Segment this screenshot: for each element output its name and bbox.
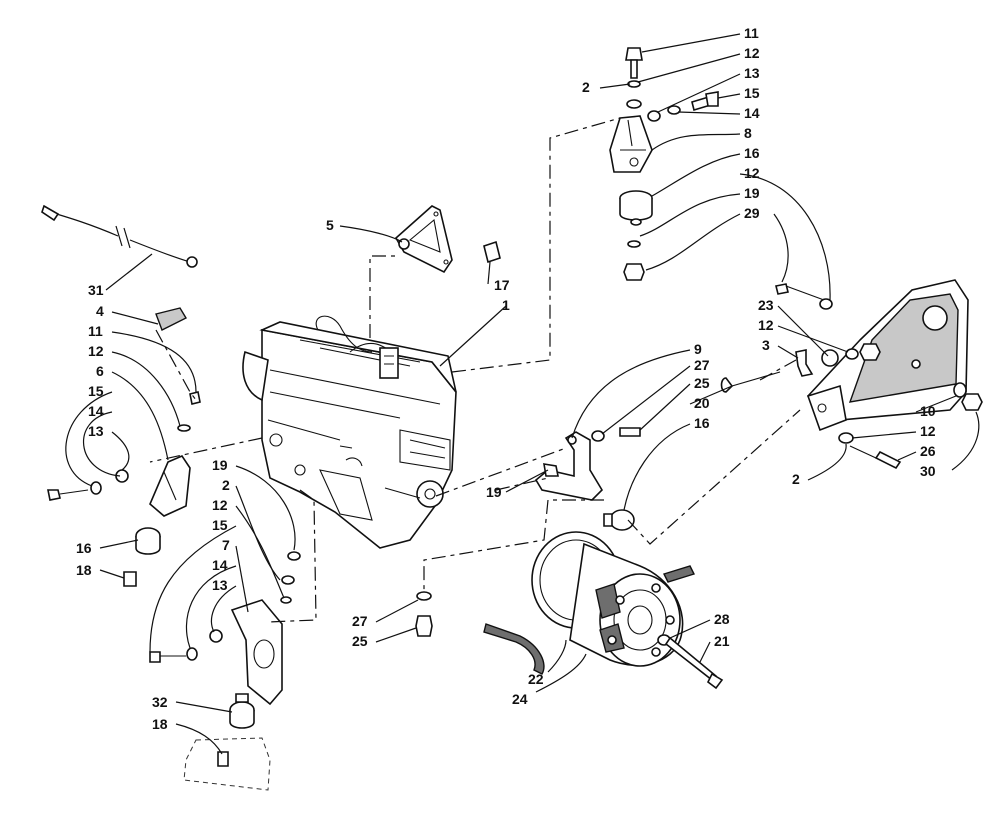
engine-assembly xyxy=(242,315,457,549)
callout-19: 19 xyxy=(486,484,502,500)
bracket-hardware xyxy=(720,283,983,470)
callout-13: 13 xyxy=(744,65,760,81)
callout-12: 12 xyxy=(88,343,104,359)
callout-3: 3 xyxy=(762,337,770,353)
center-bracket xyxy=(534,427,641,531)
callout-2: 2 xyxy=(792,471,800,487)
callout-13: 13 xyxy=(212,577,228,593)
callout-2: 2 xyxy=(582,79,590,95)
callout-14: 14 xyxy=(212,557,228,573)
callout-12: 12 xyxy=(920,423,936,439)
callout-9: 9 xyxy=(694,341,702,357)
callout-14: 14 xyxy=(744,105,760,121)
callout-17: 17 xyxy=(494,277,510,293)
left-engine-mount xyxy=(47,391,201,587)
callout-21: 21 xyxy=(714,633,730,649)
callout-11: 11 xyxy=(744,25,759,41)
callout-24: 24 xyxy=(512,691,528,707)
callout-18: 18 xyxy=(76,562,92,578)
callout-23: 23 xyxy=(758,297,774,313)
callout-16: 16 xyxy=(744,145,760,161)
callout-4: 4 xyxy=(96,303,104,319)
lower-engine-mount xyxy=(149,551,301,791)
callout-31: 31 xyxy=(88,282,104,298)
callout-15: 15 xyxy=(88,383,104,399)
clip xyxy=(483,240,501,264)
callout-16: 16 xyxy=(76,540,92,556)
leader-lines xyxy=(65,33,980,755)
callout-7: 7 xyxy=(222,537,230,553)
callout-labels: 11 12 2 13 15 14 8 16 12 19 29 5 17 1 31… xyxy=(76,25,936,732)
callout-16: 16 xyxy=(694,415,710,431)
bolt-head xyxy=(706,672,724,690)
callout-18: 18 xyxy=(152,716,168,732)
callout-12: 12 xyxy=(744,45,760,61)
callout-15: 15 xyxy=(212,517,228,533)
callout-12: 12 xyxy=(744,165,760,181)
callout-1: 1 xyxy=(502,297,510,313)
callout-13: 13 xyxy=(88,423,104,439)
decal-plate xyxy=(155,307,187,331)
callout-32: 32 xyxy=(152,694,168,710)
callout-25: 25 xyxy=(352,633,368,649)
callout-29: 29 xyxy=(744,205,760,221)
callout-22: 22 xyxy=(528,671,544,687)
callout-12: 12 xyxy=(758,317,774,333)
callout-2: 2 xyxy=(222,477,230,493)
callout-14: 14 xyxy=(88,403,104,419)
callout-11: 11 xyxy=(88,323,103,339)
callout-12: 12 xyxy=(212,497,228,513)
callout-28: 28 xyxy=(714,611,730,627)
callout-6: 6 xyxy=(96,363,104,379)
callout-15: 15 xyxy=(744,85,760,101)
callout-8: 8 xyxy=(744,125,752,141)
top-engine-bracket xyxy=(394,205,453,274)
callout-26: 26 xyxy=(920,443,936,459)
bolt xyxy=(415,615,433,637)
upper-mount-hardware xyxy=(609,47,719,281)
callout-27: 27 xyxy=(352,613,368,629)
drive-belt xyxy=(483,565,695,675)
callout-5: 5 xyxy=(326,217,334,233)
callout-10: 10 xyxy=(920,403,936,419)
callout-30: 30 xyxy=(920,463,936,479)
drive-clutch xyxy=(531,531,684,667)
callout-19: 19 xyxy=(212,457,228,473)
ground-wire xyxy=(41,204,198,268)
callout-27: 27 xyxy=(694,357,710,373)
callout-25: 25 xyxy=(694,375,710,391)
callout-19: 19 xyxy=(744,185,760,201)
right-mount-bracket xyxy=(795,279,969,432)
washer xyxy=(416,591,432,601)
callout-20: 20 xyxy=(694,395,710,411)
assembly-centerlines xyxy=(149,117,801,623)
